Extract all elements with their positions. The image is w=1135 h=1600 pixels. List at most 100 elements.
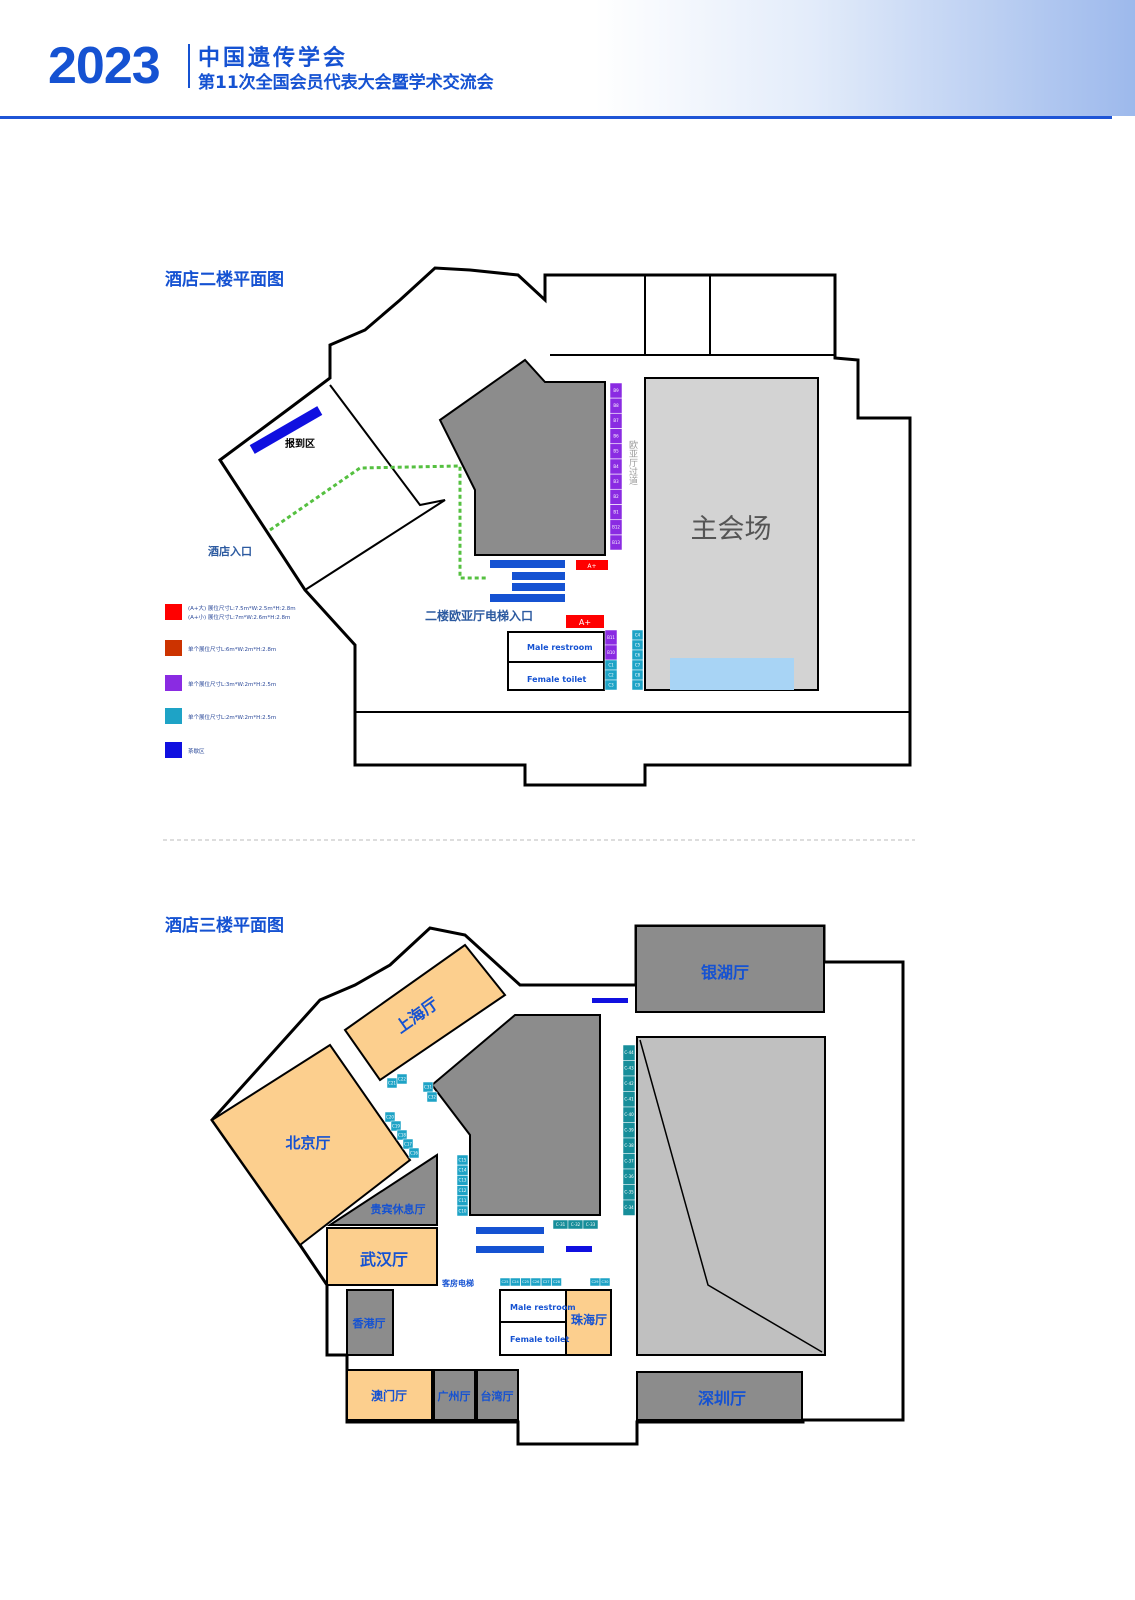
booth-label: B3: [613, 479, 619, 484]
booth: C22: [396, 1073, 408, 1085]
booth: C-35: [622, 1184, 636, 1201]
booth-label: C22: [398, 1076, 406, 1081]
booth-label: C-40: [624, 1112, 634, 1117]
booth: C-44: [622, 1044, 636, 1061]
seating-rows: [476, 1227, 544, 1253]
booth-label: C16: [410, 1150, 418, 1155]
page-header: 2023 中国遗传学会 第11次全国会员代表大会暨学术交流会: [0, 0, 1135, 120]
booth-label: C29: [592, 1280, 599, 1284]
booth-label: C-35: [624, 1190, 634, 1195]
booth: C17: [402, 1138, 414, 1150]
header-divider: [0, 116, 1112, 119]
room-macau-label: 澳门厅: [371, 1388, 407, 1403]
booth-box: [426, 1091, 438, 1103]
booth-label: B12: [612, 525, 620, 530]
booth-label: C11: [459, 1198, 467, 1203]
booth-label: C25: [502, 1280, 509, 1284]
booth-label: B1: [613, 509, 619, 514]
booth: C5: [631, 639, 644, 651]
booth-label: C18: [398, 1132, 406, 1137]
room-macau: [346, 1369, 433, 1421]
room-large-hall: [636, 1036, 826, 1356]
booth: C25: [520, 1277, 531, 1287]
booth-label: C2: [608, 672, 614, 677]
booth-label: C-32: [571, 1222, 581, 1227]
room-yinhu: [635, 925, 825, 1013]
booth: C19: [390, 1120, 402, 1132]
booth: C9: [631, 679, 644, 691]
booth-label: B5: [613, 449, 619, 454]
tea-break-area: [592, 998, 628, 1003]
male-restroom-label: Male restroom: [510, 1303, 576, 1312]
booth: B10: [604, 644, 618, 661]
booth-label: C-43: [624, 1066, 634, 1071]
booth-label: C24: [512, 1280, 520, 1284]
booth-a-plus: [566, 615, 604, 628]
booth: C-37: [622, 1153, 636, 1170]
booth: C-43: [622, 1060, 636, 1077]
booth-box: [609, 534, 623, 551]
booth: C-42: [622, 1075, 636, 1092]
booth: B7: [609, 413, 623, 429]
main-hall-label: 主会场: [691, 514, 772, 545]
floor3-title: 酒店三楼平面图: [165, 915, 284, 936]
booth-label: C17: [404, 1141, 412, 1146]
booth-box: [530, 1277, 542, 1287]
booth-label: C6: [635, 652, 641, 657]
elevator-entrance-label: 二楼欧亚厅电梯入口: [425, 608, 533, 623]
booth-label: B2: [613, 494, 619, 499]
tea-break-area: [566, 1246, 592, 1252]
booth-label: C12: [459, 1188, 467, 1193]
booth-label: C-39: [624, 1128, 634, 1133]
booth: C25: [499, 1277, 511, 1287]
booth-box: [551, 1277, 562, 1287]
booth-box: [390, 1120, 402, 1132]
booth: C12: [456, 1185, 469, 1196]
booth: C13: [456, 1175, 469, 1186]
event-title: 第11次全国会员代表大会暨学术交流会: [198, 73, 494, 93]
legend-swatch: [165, 708, 182, 724]
booth: C10: [456, 1205, 469, 1217]
booth-box: [540, 1277, 552, 1287]
booth: B12: [609, 519, 623, 536]
room-yinhu-label: 银湖厅: [701, 963, 749, 982]
org-title: 中国遗传学会: [198, 46, 349, 71]
main-hall-stage: [670, 658, 794, 690]
booth-a-plus-label: A+: [587, 563, 596, 570]
booth-label: C8: [635, 672, 641, 677]
booth-label: C-37: [624, 1159, 634, 1164]
booth: C-34: [622, 1199, 636, 1216]
booth: C16: [408, 1147, 420, 1159]
room-hongkong-label: 香港厅: [352, 1316, 386, 1330]
booth: C-40: [622, 1106, 636, 1123]
booth-label: C-38: [624, 1143, 634, 1148]
guest-elevator-label: 客房电梯: [441, 1278, 474, 1288]
registration-label: 报到区: [285, 437, 315, 450]
booth-box: [402, 1138, 414, 1150]
room-shenzhen: [636, 1371, 803, 1421]
booth-label: C-31: [556, 1222, 566, 1227]
booth-label: C25: [522, 1280, 529, 1284]
legend-swatch: [165, 675, 182, 691]
booth-box: [396, 1073, 408, 1085]
booth-label: C5: [635, 642, 641, 647]
room-shenzhen-label: 深圳厅: [698, 1389, 746, 1408]
booth: C-32: [567, 1219, 584, 1230]
registration-desk: [249, 406, 323, 454]
floor3-core-block: [430, 1014, 601, 1216]
booth-label: B8: [613, 403, 619, 408]
logo-divider: [188, 44, 190, 88]
room-guangzhou-label: 广州厅: [438, 1389, 471, 1403]
room-beijing: [210, 1043, 412, 1247]
booth-box: [520, 1277, 531, 1287]
room-vip-label: 贵宾休息厅: [371, 1202, 426, 1216]
booth: C26: [530, 1277, 542, 1287]
legend-label: 茶歇区: [188, 747, 205, 755]
booth: B4: [609, 458, 623, 475]
booth: C30: [599, 1277, 611, 1287]
booth-box: [622, 1199, 636, 1216]
floor2-core-block: [438, 358, 606, 556]
booth: C4: [631, 629, 644, 641]
booth-label: C31: [424, 1084, 432, 1089]
